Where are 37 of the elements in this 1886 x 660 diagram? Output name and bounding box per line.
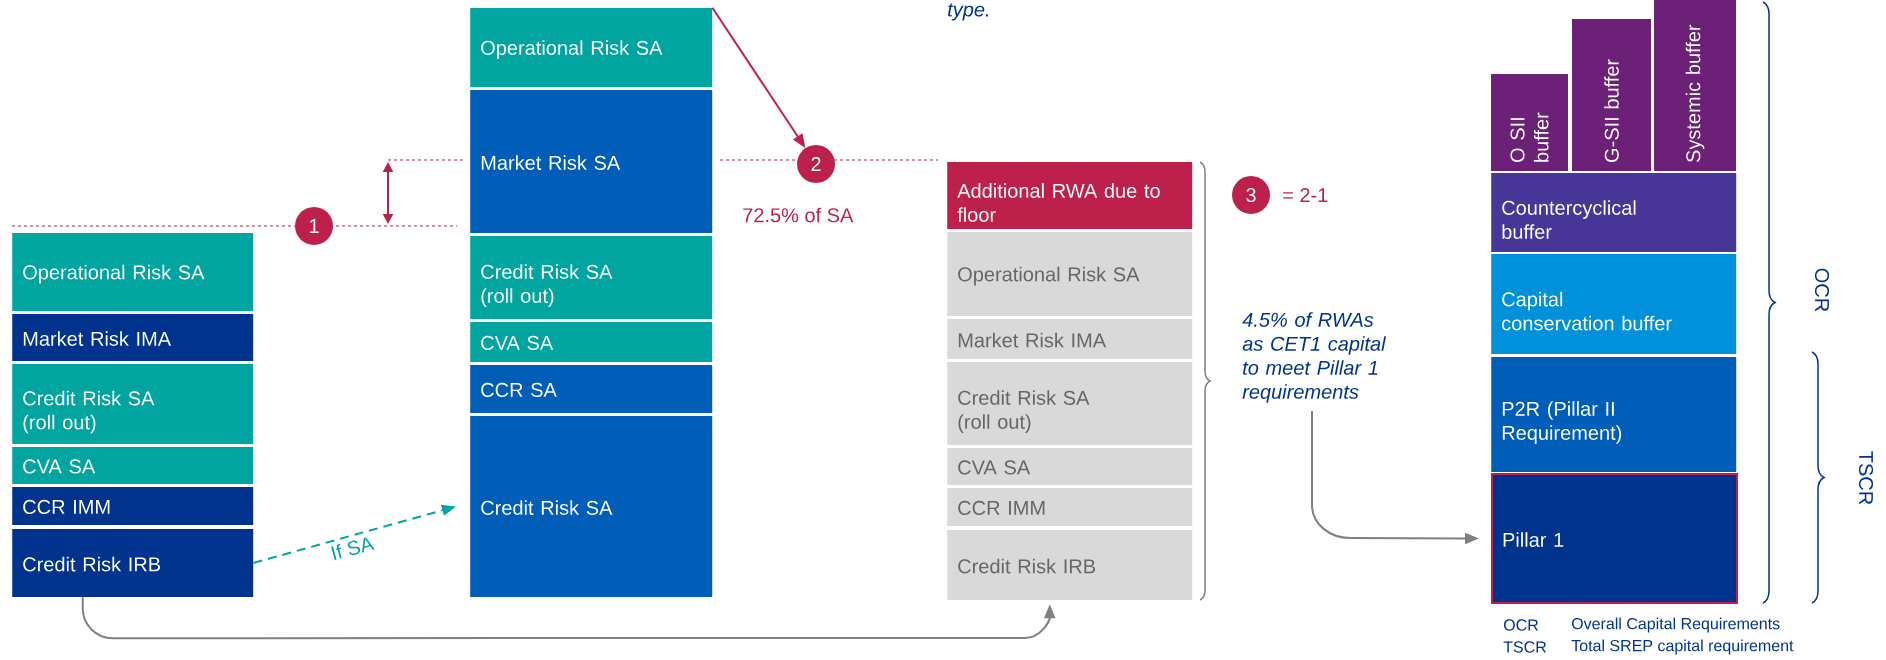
risk-block: Credit Risk SA (roll out) — [947, 362, 1193, 445]
abbreviation: TSCR — [1503, 641, 1546, 653]
risk-block: Additional RWA due to floor — [947, 162, 1193, 229]
risk-block: Market Risk IMA — [947, 319, 1193, 359]
risk-block: Operational Risk SA — [470, 8, 713, 87]
risk-block: Pillar 1 — [1491, 473, 1738, 604]
risk-block: CCR IMM — [947, 488, 1193, 526]
brace-label: TSCR — [1858, 451, 1874, 505]
definition: Total SREP capital requirement — [1571, 639, 1794, 655]
side-note: 72.5% of SA — [743, 207, 854, 223]
edge-label: If SA — [326, 532, 378, 564]
risk-block: CCR SA — [470, 365, 713, 413]
risk-block: CVA SA — [470, 322, 713, 362]
heading-fragment: type. — [948, 3, 989, 21]
side-note: = 2-1 — [1283, 188, 1328, 202]
risk-block: P2R (Pillar II Requirement) — [1491, 357, 1737, 472]
buffer-block: O SII buffer — [1491, 74, 1568, 171]
risk-block: Capital conservation buffer — [1491, 254, 1737, 354]
risk-block: Market Risk IMA — [12, 314, 254, 361]
risk-block: Credit Risk SA (roll out) — [470, 236, 713, 319]
risk-block: Credit Risk SA — [470, 416, 713, 597]
risk-block: Operational Risk SA — [947, 232, 1193, 316]
risk-block: Credit Risk SA (roll out) — [12, 364, 254, 444]
risk-block: CVA SA — [12, 447, 254, 484]
abbreviation: OCR — [1503, 619, 1538, 631]
brace-label: OCR — [1814, 268, 1830, 312]
definition: Overall Capital Requirements — [1571, 617, 1780, 633]
risk-block: Credit Risk IRB — [12, 529, 254, 597]
buffer-block: Systemic buffer — [1654, 0, 1736, 171]
risk-block: CVA SA — [947, 448, 1193, 485]
risk-block: CCR IMM — [12, 487, 254, 525]
risk-block: Countercyclical buffer — [1491, 173, 1737, 252]
risk-block: Credit Risk IRB — [947, 530, 1193, 600]
risk-block: Market Risk SA — [470, 90, 713, 233]
buffer-block: G-SII buffer — [1572, 19, 1651, 171]
note-text: 4.5% of RWAs as CET1 capital to meet Pillar 1 requirements — [1242, 312, 1386, 403]
risk-block: Operational Risk SA — [12, 233, 254, 311]
